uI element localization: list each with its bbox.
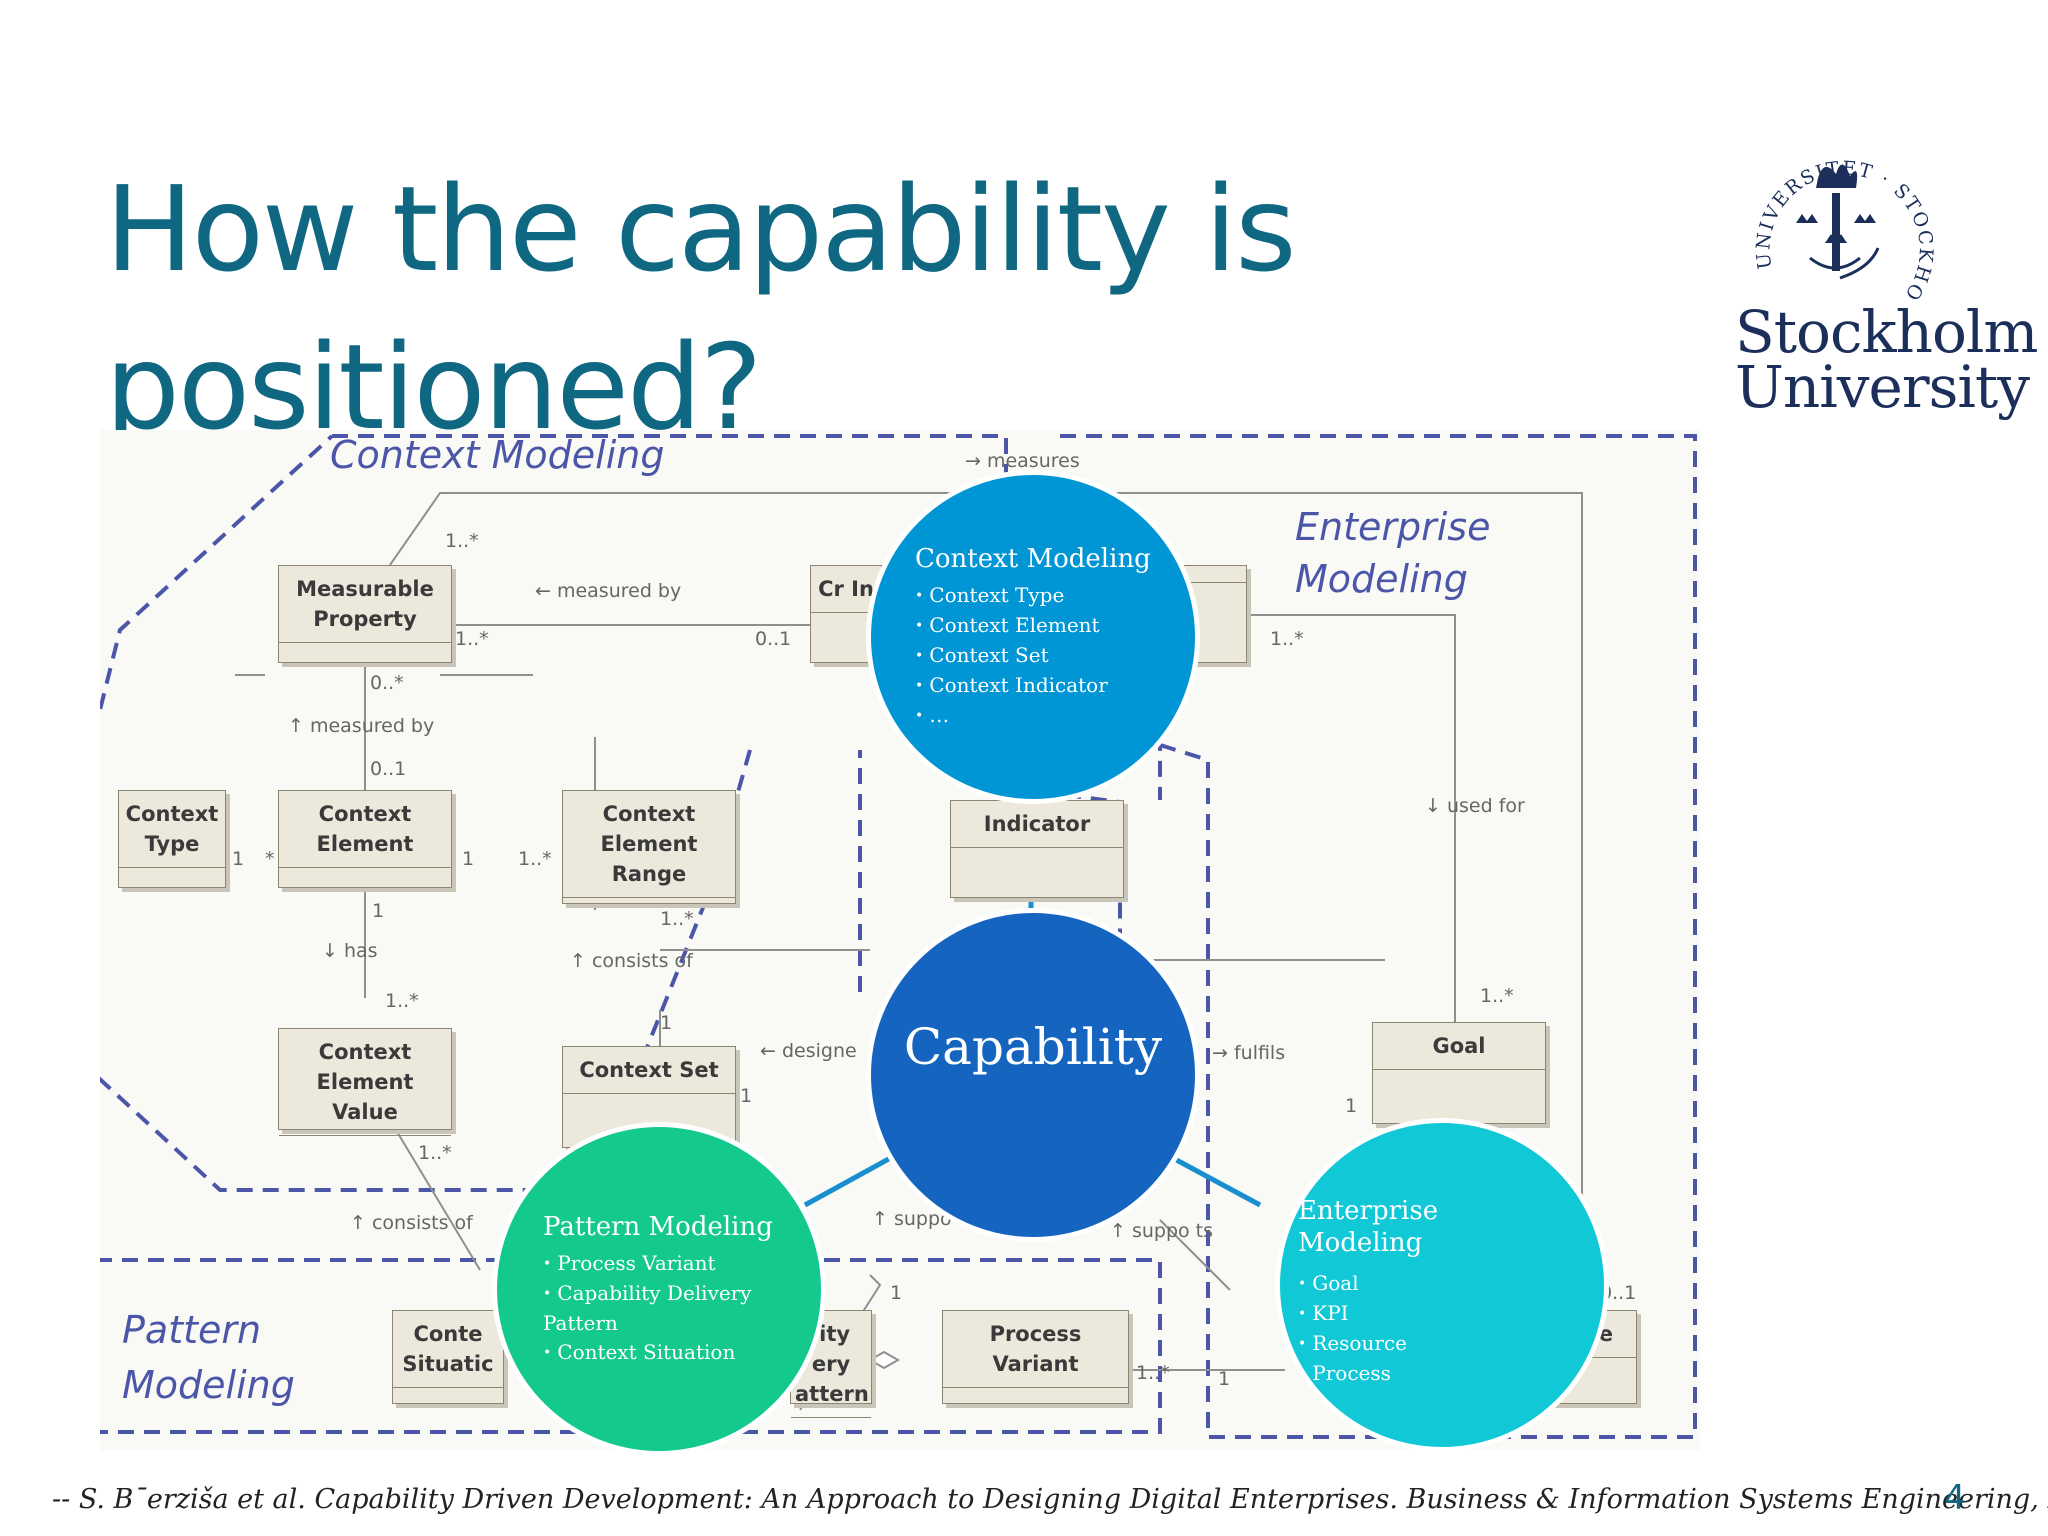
- uml-name: [1171, 566, 1246, 583]
- context-modeling-circle: Context Modeling Context Type Context El…: [866, 470, 1200, 804]
- mult: 0..1: [1600, 1282, 1637, 1304]
- uml-name: Cr In: [811, 566, 881, 613]
- assoc-fulfils: → fulfils: [1212, 1042, 1286, 1064]
- region-label-enterprise-2: Modeling: [1295, 557, 1468, 601]
- region-label-pattern-2: Modeling: [122, 1363, 295, 1407]
- region-label-enterprise-1: Enterprise: [1295, 505, 1491, 549]
- mult: *: [265, 848, 275, 870]
- circle-heading: Context Modeling: [915, 544, 1151, 574]
- list-item: Context Indicator: [915, 671, 1195, 701]
- assoc-supports-1: ↑ suppo: [872, 1208, 952, 1230]
- pattern-modeling-circle: Pattern Modeling Process Variant Capabil…: [492, 1122, 826, 1456]
- uml-name: Conte Situatic: [393, 1311, 503, 1388]
- list-item: Context Set: [915, 641, 1195, 671]
- mult: 1..*: [1480, 985, 1514, 1007]
- citation: -- S. B¯erziša et al. Capability Driven …: [52, 1484, 2048, 1515]
- list-item: …: [915, 701, 1195, 731]
- mult: 1: [1345, 1095, 1358, 1117]
- mult: 0..1: [370, 758, 407, 780]
- mult: 1: [890, 1282, 903, 1304]
- circle-list: Process Variant Capability Delivery Patt…: [543, 1249, 763, 1368]
- mult: 1..*: [660, 908, 694, 930]
- mult: 1..*: [445, 530, 479, 552]
- uml-process-variant: Process Variant: [942, 1310, 1129, 1404]
- uml-name: Measurable Property: [279, 566, 451, 643]
- list-item: Context Situation: [543, 1338, 763, 1368]
- list-item: Process: [1298, 1359, 1604, 1389]
- mult: 1: [462, 848, 475, 870]
- uml-name: Context Type: [119, 791, 225, 868]
- uml-name: Context Set: [563, 1047, 735, 1094]
- slide-title: How the capability is positioned?: [105, 160, 1297, 456]
- assoc-measured-by-vertical: ↑ measured by: [288, 715, 435, 737]
- assoc-measured-by: ← measured by: [535, 580, 682, 602]
- mult: 1: [1218, 1368, 1231, 1390]
- wordmark-line-1: Stockholm: [1735, 298, 2038, 366]
- mult: 1..*: [1136, 1362, 1170, 1384]
- mult: 0..*: [370, 672, 404, 694]
- list-item: Process Variant: [543, 1249, 763, 1279]
- uml-name: Context Element Range: [563, 791, 735, 898]
- list-item: Context Type: [915, 581, 1195, 611]
- mult: 0..1: [755, 628, 792, 650]
- circle-list: Context Type Context Element Context Set…: [915, 581, 1195, 731]
- uml-indicator: Indicator: [950, 800, 1124, 898]
- university-wordmark: Stockholm University: [1735, 298, 2038, 421]
- uml-name: Indicator: [951, 801, 1123, 848]
- region-label-context: Context Modeling: [330, 433, 665, 477]
- assoc-measures: → measures: [965, 450, 1080, 472]
- uml-name: Process Variant: [943, 1311, 1128, 1388]
- page-number: 4: [1944, 1478, 1966, 1518]
- assoc-consists-of-situation: ↑ consists of: [350, 1212, 473, 1234]
- capability-circle: Capability: [866, 908, 1200, 1242]
- list-item: Capability Delivery Pattern: [543, 1279, 763, 1338]
- university-seal-icon: UNIVERSITET · STOCKHOLMS: [1720, 148, 2020, 428]
- assoc-has: ↓ has: [322, 940, 378, 962]
- mult: 1: [740, 1085, 753, 1107]
- mult: 1..*: [1270, 628, 1304, 650]
- uml-name: Context Element Value: [279, 1029, 451, 1136]
- circle-list: Goal KPI Resource Process: [1298, 1269, 1604, 1389]
- wordmark-line-2: University: [1735, 353, 2030, 421]
- uml-context-element-value: Context Element Value: [278, 1028, 452, 1136]
- uml-name: Goal: [1373, 1023, 1545, 1070]
- mult: 1..*: [518, 848, 552, 870]
- enterprise-modeling-circle: Enterprise Modeling Goal KPI Resource Pr…: [1275, 1118, 1609, 1452]
- mult: 1..*: [418, 1142, 452, 1164]
- circle-heading: Pattern Modeling: [543, 1212, 773, 1242]
- circle-heading-2: Modeling: [1298, 1228, 1423, 1258]
- mult: 1..*: [455, 628, 489, 650]
- mult: 1: [232, 848, 245, 870]
- uml-measurable-property: Measurable Property: [278, 565, 452, 663]
- assoc-used-for: ↓ used for: [1425, 795, 1525, 817]
- pattern-region-outline: [100, 1258, 1162, 1434]
- region-label-pattern-1: Pattern: [122, 1308, 262, 1352]
- assoc-consists-of-set: ↑ consists of: [570, 950, 693, 972]
- uml-context-element-range: Context Element Range: [562, 790, 736, 904]
- assoc-designed-for: ← designe: [760, 1040, 857, 1062]
- list-item: Resource: [1298, 1329, 1604, 1359]
- circle-heading-1: Enterprise: [1298, 1196, 1439, 1226]
- mult: 1: [660, 1012, 673, 1034]
- uml-context-situation-partial: Conte Situatic: [392, 1310, 504, 1404]
- capability-label: Capability: [903, 1018, 1163, 1076]
- mult: 1..*: [385, 990, 419, 1012]
- uml-name: lity ery attern: [791, 1311, 871, 1418]
- uml-goal: Goal: [1372, 1022, 1546, 1124]
- list-item: Goal: [1298, 1269, 1604, 1299]
- uml-context-element: Context Element: [278, 790, 452, 888]
- assoc-supports-2: ↑ suppo ts: [1110, 1220, 1214, 1242]
- mult: 1: [372, 900, 385, 922]
- uml-name: Context Element: [279, 791, 451, 868]
- list-item: Context Element: [915, 611, 1195, 641]
- uml-context-type: Context Type: [118, 790, 226, 888]
- list-item: KPI: [1298, 1299, 1604, 1329]
